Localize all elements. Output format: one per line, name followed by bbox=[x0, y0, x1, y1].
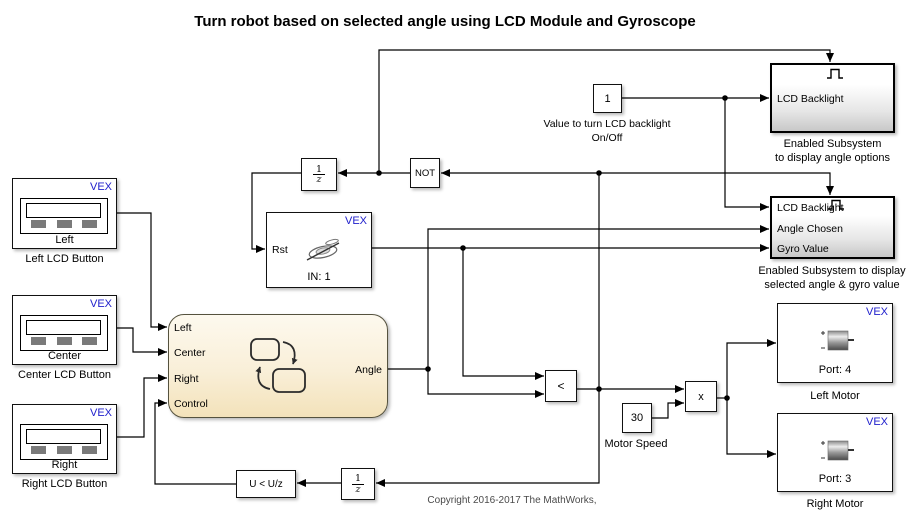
constant-value: 1 bbox=[604, 92, 611, 105]
copyright-text: Copyright 2016-2017 The MathWorks, bbox=[427, 495, 597, 506]
caption-line-2: to display angle options bbox=[775, 152, 890, 164]
motor-icon bbox=[821, 440, 854, 461]
enable-pulse-icon bbox=[827, 68, 843, 79]
block-caption: Right LCD Button bbox=[21, 478, 108, 490]
lcd-display-icon bbox=[26, 320, 101, 335]
not-operator-block[interactable]: NOT bbox=[410, 158, 440, 188]
subsystem-port-gyro-value: Gyro Value bbox=[777, 243, 829, 255]
lcd-screen-icon bbox=[20, 424, 108, 460]
motor-port-label: Port: 3 bbox=[818, 473, 852, 485]
relational-operator-block[interactable]: < bbox=[545, 370, 577, 402]
block-label: Left bbox=[55, 234, 74, 246]
lcd-display-icon bbox=[26, 429, 101, 444]
left-lcd-button-block[interactable]: VEX Left bbox=[12, 178, 117, 249]
gyro-reset-port: Rst bbox=[272, 244, 288, 256]
chart-port-angle: Angle bbox=[355, 364, 382, 376]
product-label: x bbox=[698, 390, 704, 403]
caption-line-1: Enabled Subsystem to display bbox=[758, 265, 906, 277]
vex-brand-label: VEX bbox=[344, 215, 367, 227]
enable-pulse-icon bbox=[828, 199, 844, 210]
lcd-screen-icon bbox=[20, 198, 108, 234]
chart-port-control: Control bbox=[174, 398, 208, 410]
chart-port-left: Left bbox=[174, 322, 192, 334]
unit-delay-fraction: 1 z bbox=[352, 474, 364, 494]
stateflow-states-icon bbox=[250, 338, 306, 393]
signal-wires bbox=[117, 49, 834, 487]
lcd-buttons-icon bbox=[31, 337, 97, 345]
center-lcd-button-block[interactable]: VEX Center bbox=[12, 295, 117, 365]
block-caption: Enabled Subsystem to display selected an… bbox=[748, 264, 913, 292]
caption-line-2: selected angle & gyro value bbox=[764, 279, 900, 291]
enabled-subsystem-angle-options-block[interactable]: LCD Backlight bbox=[770, 63, 895, 133]
vex-brand-label: VEX bbox=[865, 416, 888, 428]
right-motor-block[interactable]: VEX Port: 3 bbox=[777, 413, 893, 492]
block-caption: Enabled Subsystem to display angle optio… bbox=[755, 137, 910, 165]
lcd-screen-icon bbox=[20, 315, 108, 351]
right-lcd-button-block[interactable]: VEX Right bbox=[12, 404, 117, 474]
subsystem-port-lcd-backlight: LCD Backlight bbox=[777, 202, 844, 214]
block-label: Right bbox=[51, 459, 78, 471]
block-label: Center bbox=[47, 350, 82, 362]
diagram-title: Turn robot based on selected angle using… bbox=[194, 13, 696, 30]
enabled-subsystem-display-block[interactable]: LCD Backlight Angle Chosen Gyro Value bbox=[770, 196, 895, 259]
stateflow-chart-block[interactable]: Left Center Right Control Angle bbox=[168, 314, 388, 418]
unit-delay-top-block[interactable]: 1 z bbox=[301, 158, 337, 191]
gyro-port-label: IN: 1 bbox=[307, 271, 331, 283]
motor-speed-constant-block[interactable]: 30 bbox=[622, 403, 652, 433]
left-motor-block[interactable]: VEX Port: 4 bbox=[777, 303, 893, 383]
unit-delay-fraction: 1 z bbox=[313, 164, 325, 185]
detect-decrease-label: U < U/z bbox=[249, 478, 283, 490]
vex-brand-label: VEX bbox=[89, 298, 112, 310]
gyro-sensor-block[interactable]: VEX Rst IN: 1 bbox=[266, 212, 372, 288]
vex-brand-label: VEX bbox=[89, 407, 112, 419]
motor-port-label: Port: 4 bbox=[818, 364, 852, 376]
block-caption: Motor Speed bbox=[604, 438, 668, 450]
not-label: NOT bbox=[414, 167, 436, 179]
subsystem-port-angle-chosen: Angle Chosen bbox=[777, 223, 843, 235]
vex-brand-label: VEX bbox=[89, 181, 112, 193]
lcd-buttons-icon bbox=[31, 220, 97, 228]
lcd-buttons-icon bbox=[31, 446, 97, 454]
block-caption: Center LCD Button bbox=[18, 369, 111, 381]
unit-delay-bottom-block[interactable]: 1 z bbox=[341, 468, 375, 500]
vex-brand-label: VEX bbox=[865, 306, 888, 318]
detect-decrease-block[interactable]: U < U/z bbox=[236, 470, 296, 498]
product-block[interactable]: x bbox=[685, 381, 717, 412]
block-caption: Right Motor bbox=[806, 498, 864, 510]
backlight-constant-block[interactable]: 1 bbox=[593, 84, 622, 113]
block-caption: Value to turn LCD backlight On/Off bbox=[543, 118, 671, 144]
gyroscope-icon bbox=[306, 238, 340, 261]
block-caption: Left LCD Button bbox=[25, 253, 104, 265]
lcd-display-icon bbox=[26, 203, 101, 218]
relational-label: < bbox=[557, 379, 565, 393]
chart-port-center: Center bbox=[174, 347, 206, 359]
subsystem-port-lcd-backlight: LCD Backlight bbox=[777, 93, 844, 105]
constant-value: 30 bbox=[630, 412, 644, 424]
caption-line-1: Enabled Subsystem bbox=[783, 138, 882, 150]
junction-dots bbox=[376, 95, 730, 401]
motor-icon bbox=[821, 330, 854, 351]
block-caption: Left Motor bbox=[810, 390, 860, 402]
chart-port-right: Right bbox=[174, 373, 199, 385]
